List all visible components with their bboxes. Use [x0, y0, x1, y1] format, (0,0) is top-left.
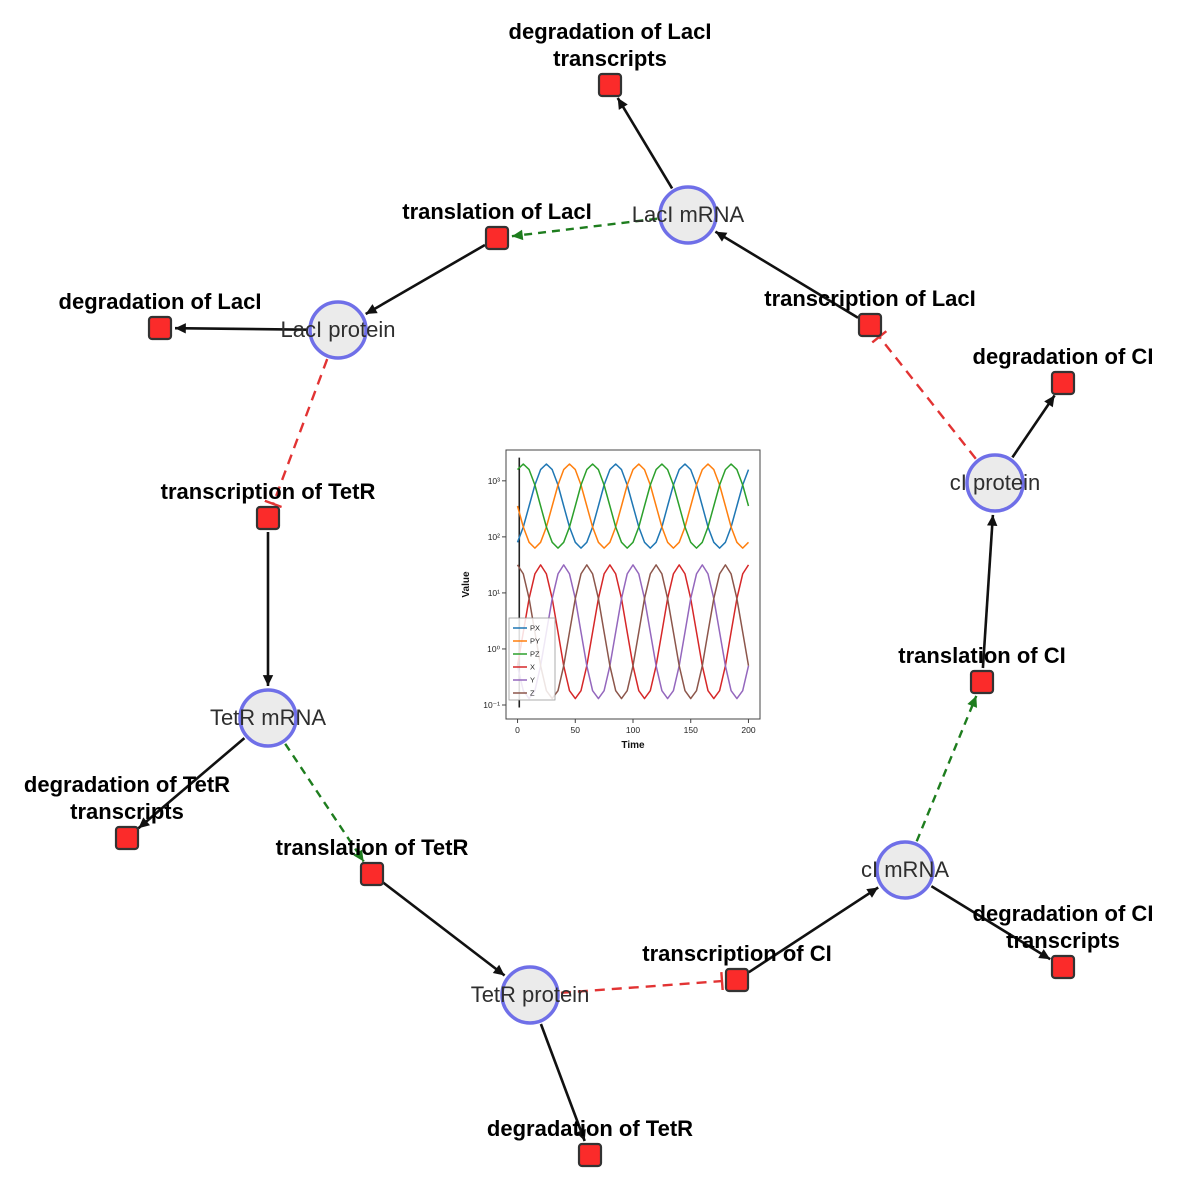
legend-label: Y [530, 676, 535, 685]
edge-laci_protein-deg_laci [174, 323, 308, 334]
series-PY [516, 463, 750, 549]
edge-laci_mrna-transl_laci [511, 217, 658, 241]
x-axis-label: Time [621, 740, 645, 751]
legend-label: PY [530, 637, 540, 646]
y-tick-label: 10⁰ [487, 644, 500, 654]
reaction-label-deg_tetr-0: degradation of TetR [487, 1116, 693, 1141]
species-node-ci_mrna[interactable] [875, 840, 935, 900]
reaction-node-deg_ci[interactable] [1050, 370, 1076, 396]
reaction-label-deg_ci-0: degradation of CI [973, 344, 1154, 369]
species-node-laci_protein[interactable] [308, 300, 368, 360]
legend-label: Z [530, 689, 535, 698]
series-Y [516, 564, 750, 700]
reaction-node-transl_ci[interactable] [969, 669, 995, 695]
series-Z [516, 564, 750, 700]
reaction-label-deg_laci_tx-0: degradation of LacI [509, 19, 712, 44]
edges-layer [137, 97, 1056, 1142]
reaction-node-deg_laci[interactable] [147, 315, 173, 341]
species-node-ci_protein[interactable] [965, 453, 1025, 513]
y-tick-label: 10¹ [488, 588, 500, 598]
species-label-tetr_protein: TetR protein [471, 982, 590, 1007]
reaction-node-deg_laci_tx[interactable] [597, 72, 623, 98]
y-tick-label: 10⁻¹ [483, 700, 500, 710]
reaction-label-txn_ci-0: transcription of CI [642, 941, 831, 966]
reaction-label-deg_tetr_tx-0: degradation of TetR [24, 772, 230, 797]
labels-layer: degradation of LacItranscriptstranslatio… [24, 19, 1154, 1141]
x-tick-label: 200 [741, 725, 755, 735]
reaction-label-deg_laci-0: degradation of LacI [59, 289, 262, 314]
species-label-ci_mrna: cI mRNA [861, 857, 949, 882]
edge-tetr_protein-txn_ci [560, 972, 724, 994]
legend-box [508, 617, 556, 701]
legend-label: PX [530, 624, 540, 633]
edge-tetr_protein-deg_tetr [539, 1023, 586, 1142]
x-tick-label: 150 [684, 725, 698, 735]
reaction-label-txn_laci-0: transcription of LacI [764, 286, 975, 311]
species-label-ci_protein: cI protein [950, 470, 1041, 495]
reaction-node-txn_ci[interactable] [724, 967, 750, 993]
x-tick-label: 50 [571, 725, 581, 735]
reaction-label-transl_ci-0: translation of CI [898, 643, 1065, 668]
reaction-node-deg_tetr[interactable] [577, 1142, 603, 1168]
reaction-node-transl_laci[interactable] [484, 225, 510, 251]
edge-txn_laci-laci_mrna [714, 230, 859, 319]
reaction-label-deg_laci_tx-1: transcripts [553, 46, 667, 71]
edge-ci_mrna-transl_ci [915, 695, 978, 842]
edge-ci_protein-txn_laci [871, 330, 977, 460]
reaction-label-deg_ci_tx-1: transcripts [1006, 928, 1120, 953]
edge-tetr_mrna-deg_tetr_tx [137, 737, 246, 830]
edge-ci_mrna-deg_ci_tx [930, 885, 1051, 961]
reaction-label-transl_tetr-0: translation of TetR [276, 835, 469, 860]
reaction-node-txn_laci[interactable] [857, 312, 883, 338]
species-node-laci_mrna[interactable] [658, 185, 718, 245]
reaction-node-deg_tetr_tx[interactable] [114, 825, 140, 851]
chart-legend: PX PY PZ XYZ [508, 617, 556, 701]
edge-laci_mrna-deg_laci_tx [616, 97, 674, 190]
reaction-node-txn_tetr[interactable] [255, 505, 281, 531]
edge-ci_protein-deg_ci [1011, 394, 1056, 459]
x-tick-label: 0 [515, 725, 520, 735]
y-tick-label: 10² [488, 532, 500, 542]
nodes-layer [114, 72, 1076, 1168]
reaction-label-deg_tetr_tx-1: transcripts [70, 799, 184, 824]
species-node-tetr_protein[interactable] [500, 965, 560, 1025]
species-node-tetr_mrna[interactable] [238, 688, 298, 748]
series-PX [516, 463, 750, 549]
x-tick-label: 100 [626, 725, 640, 735]
edge-transl_laci-laci_protein [365, 243, 486, 316]
edge-transl_tetr-tetr_protein [382, 881, 506, 977]
reaction-node-deg_ci_tx[interactable] [1050, 954, 1076, 980]
reaction-label-txn_tetr-0: transcription of TetR [161, 479, 376, 504]
species-label-tetr_mrna: TetR mRNA [210, 705, 326, 730]
edge-txn_ci-ci_mrna [747, 886, 879, 974]
y-axis-label: Value [461, 571, 472, 598]
edge-transl_ci-ci_protein [981, 514, 998, 669]
species-label-laci_protein: LacI protein [281, 317, 396, 342]
reaction-label-transl_laci-0: translation of LacI [402, 199, 591, 224]
legend-label: X [530, 663, 535, 672]
reaction-node-transl_tetr[interactable] [359, 861, 385, 887]
edge-laci_protein-txn_tetr [264, 358, 329, 509]
edge-tetr_mrna-transl_tetr [284, 743, 365, 863]
reaction-label-deg_ci_tx-0: degradation of CI [973, 901, 1154, 926]
species-label-laci_mrna: LacI mRNA [632, 202, 745, 227]
legend-label: PZ [530, 650, 540, 659]
series-PZ [516, 463, 750, 549]
y-tick-label: 10³ [488, 476, 500, 486]
